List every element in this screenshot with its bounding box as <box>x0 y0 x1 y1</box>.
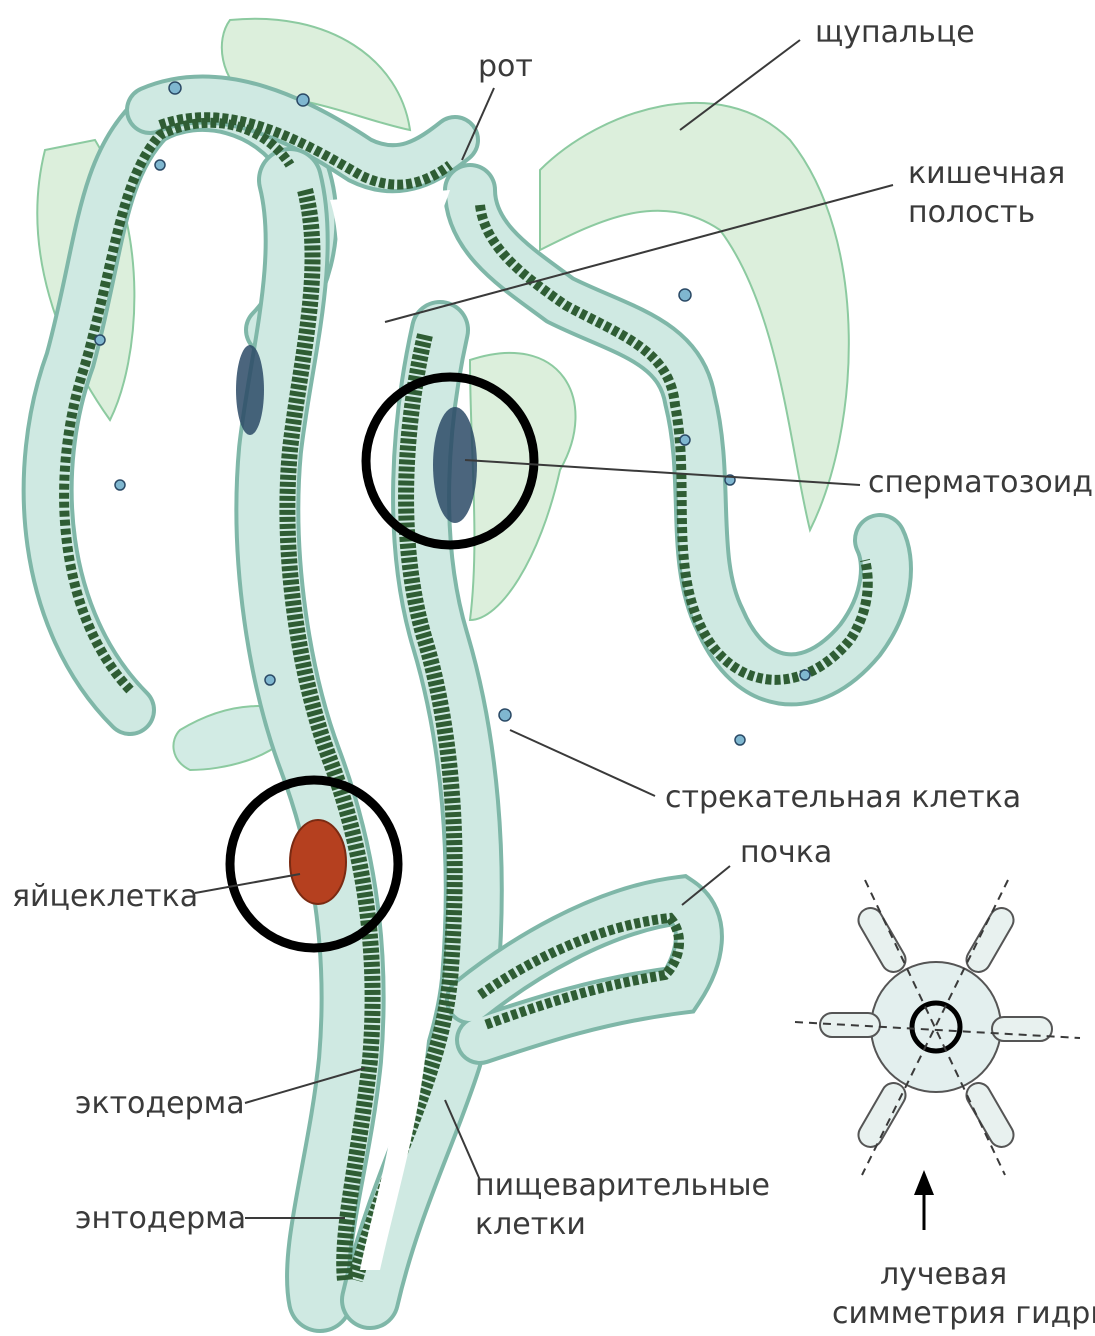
label-digestive-line1: пищеварительные <box>475 1168 770 1203</box>
label-gut-cavity-line2: полость <box>908 195 1035 230</box>
label-ectoderm: эктодерма <box>75 1086 245 1121</box>
label-stinging-cell: стрекательная клетка <box>665 780 1021 815</box>
label-gut-cavity-line1: кишечная <box>908 156 1065 191</box>
viewpoint-arrow-icon <box>914 1170 934 1230</box>
egg-cell <box>290 820 346 904</box>
label-symmetry-line2: симметрия гидры <box>832 1296 1095 1331</box>
label-mouth: рот <box>478 49 533 84</box>
label-digestive-line2: клетки <box>475 1207 586 1242</box>
radial-symmetry-diagram <box>795 880 1080 1230</box>
label-sperm: сперматозоиды <box>868 465 1095 500</box>
label-symmetry-line1: лучевая <box>880 1257 1007 1292</box>
label-tentacle: щупальце <box>815 15 975 50</box>
label-endoderm: энтодерма <box>75 1201 246 1236</box>
label-bud: почка <box>740 835 832 870</box>
label-egg-cell: яйцеклетка <box>12 879 198 914</box>
